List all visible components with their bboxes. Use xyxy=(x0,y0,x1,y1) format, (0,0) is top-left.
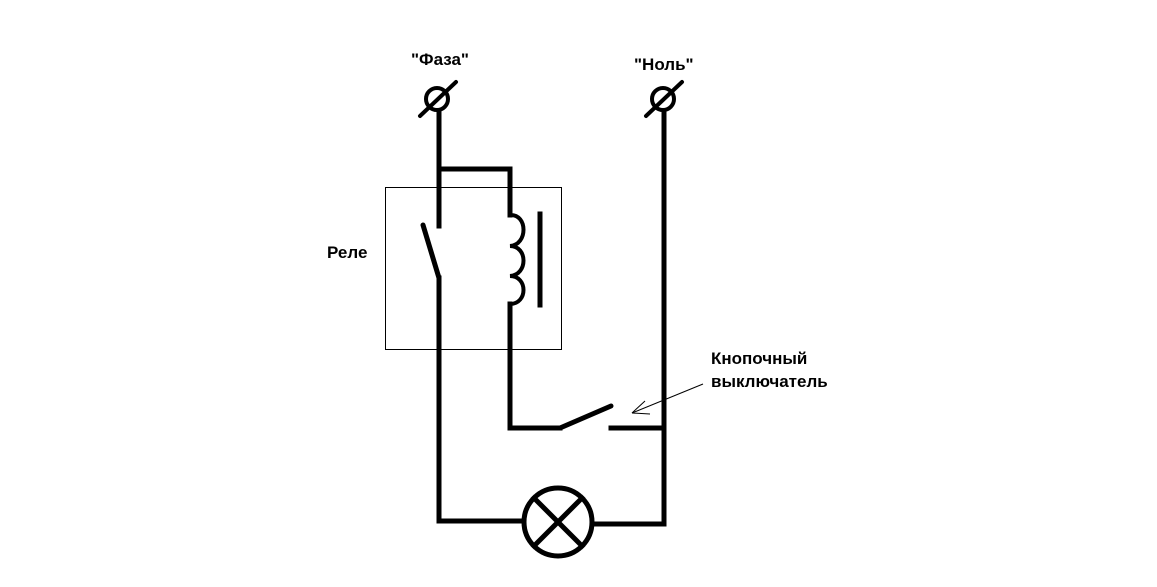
relay-to-lamp-wire xyxy=(436,275,527,524)
relay-label: Реле xyxy=(327,243,368,262)
neutral-label: "Ноль" xyxy=(634,55,694,74)
arrow-pointer-icon xyxy=(631,383,704,415)
phase-label: "Фаза" xyxy=(411,50,469,69)
relay-contact-icon xyxy=(420,222,442,281)
lamp-icon xyxy=(521,485,595,559)
neutral-wire xyxy=(589,108,667,527)
push-button-contact-icon xyxy=(557,403,614,431)
relay-coil-icon xyxy=(508,212,526,306)
coil-feed-wire xyxy=(436,166,513,218)
push-button-label-line1: Кнопочный xyxy=(711,349,808,368)
relay-box xyxy=(385,187,562,350)
push-button-label-line2: выключатель xyxy=(711,372,828,391)
coil-to-button-wire xyxy=(507,301,563,431)
